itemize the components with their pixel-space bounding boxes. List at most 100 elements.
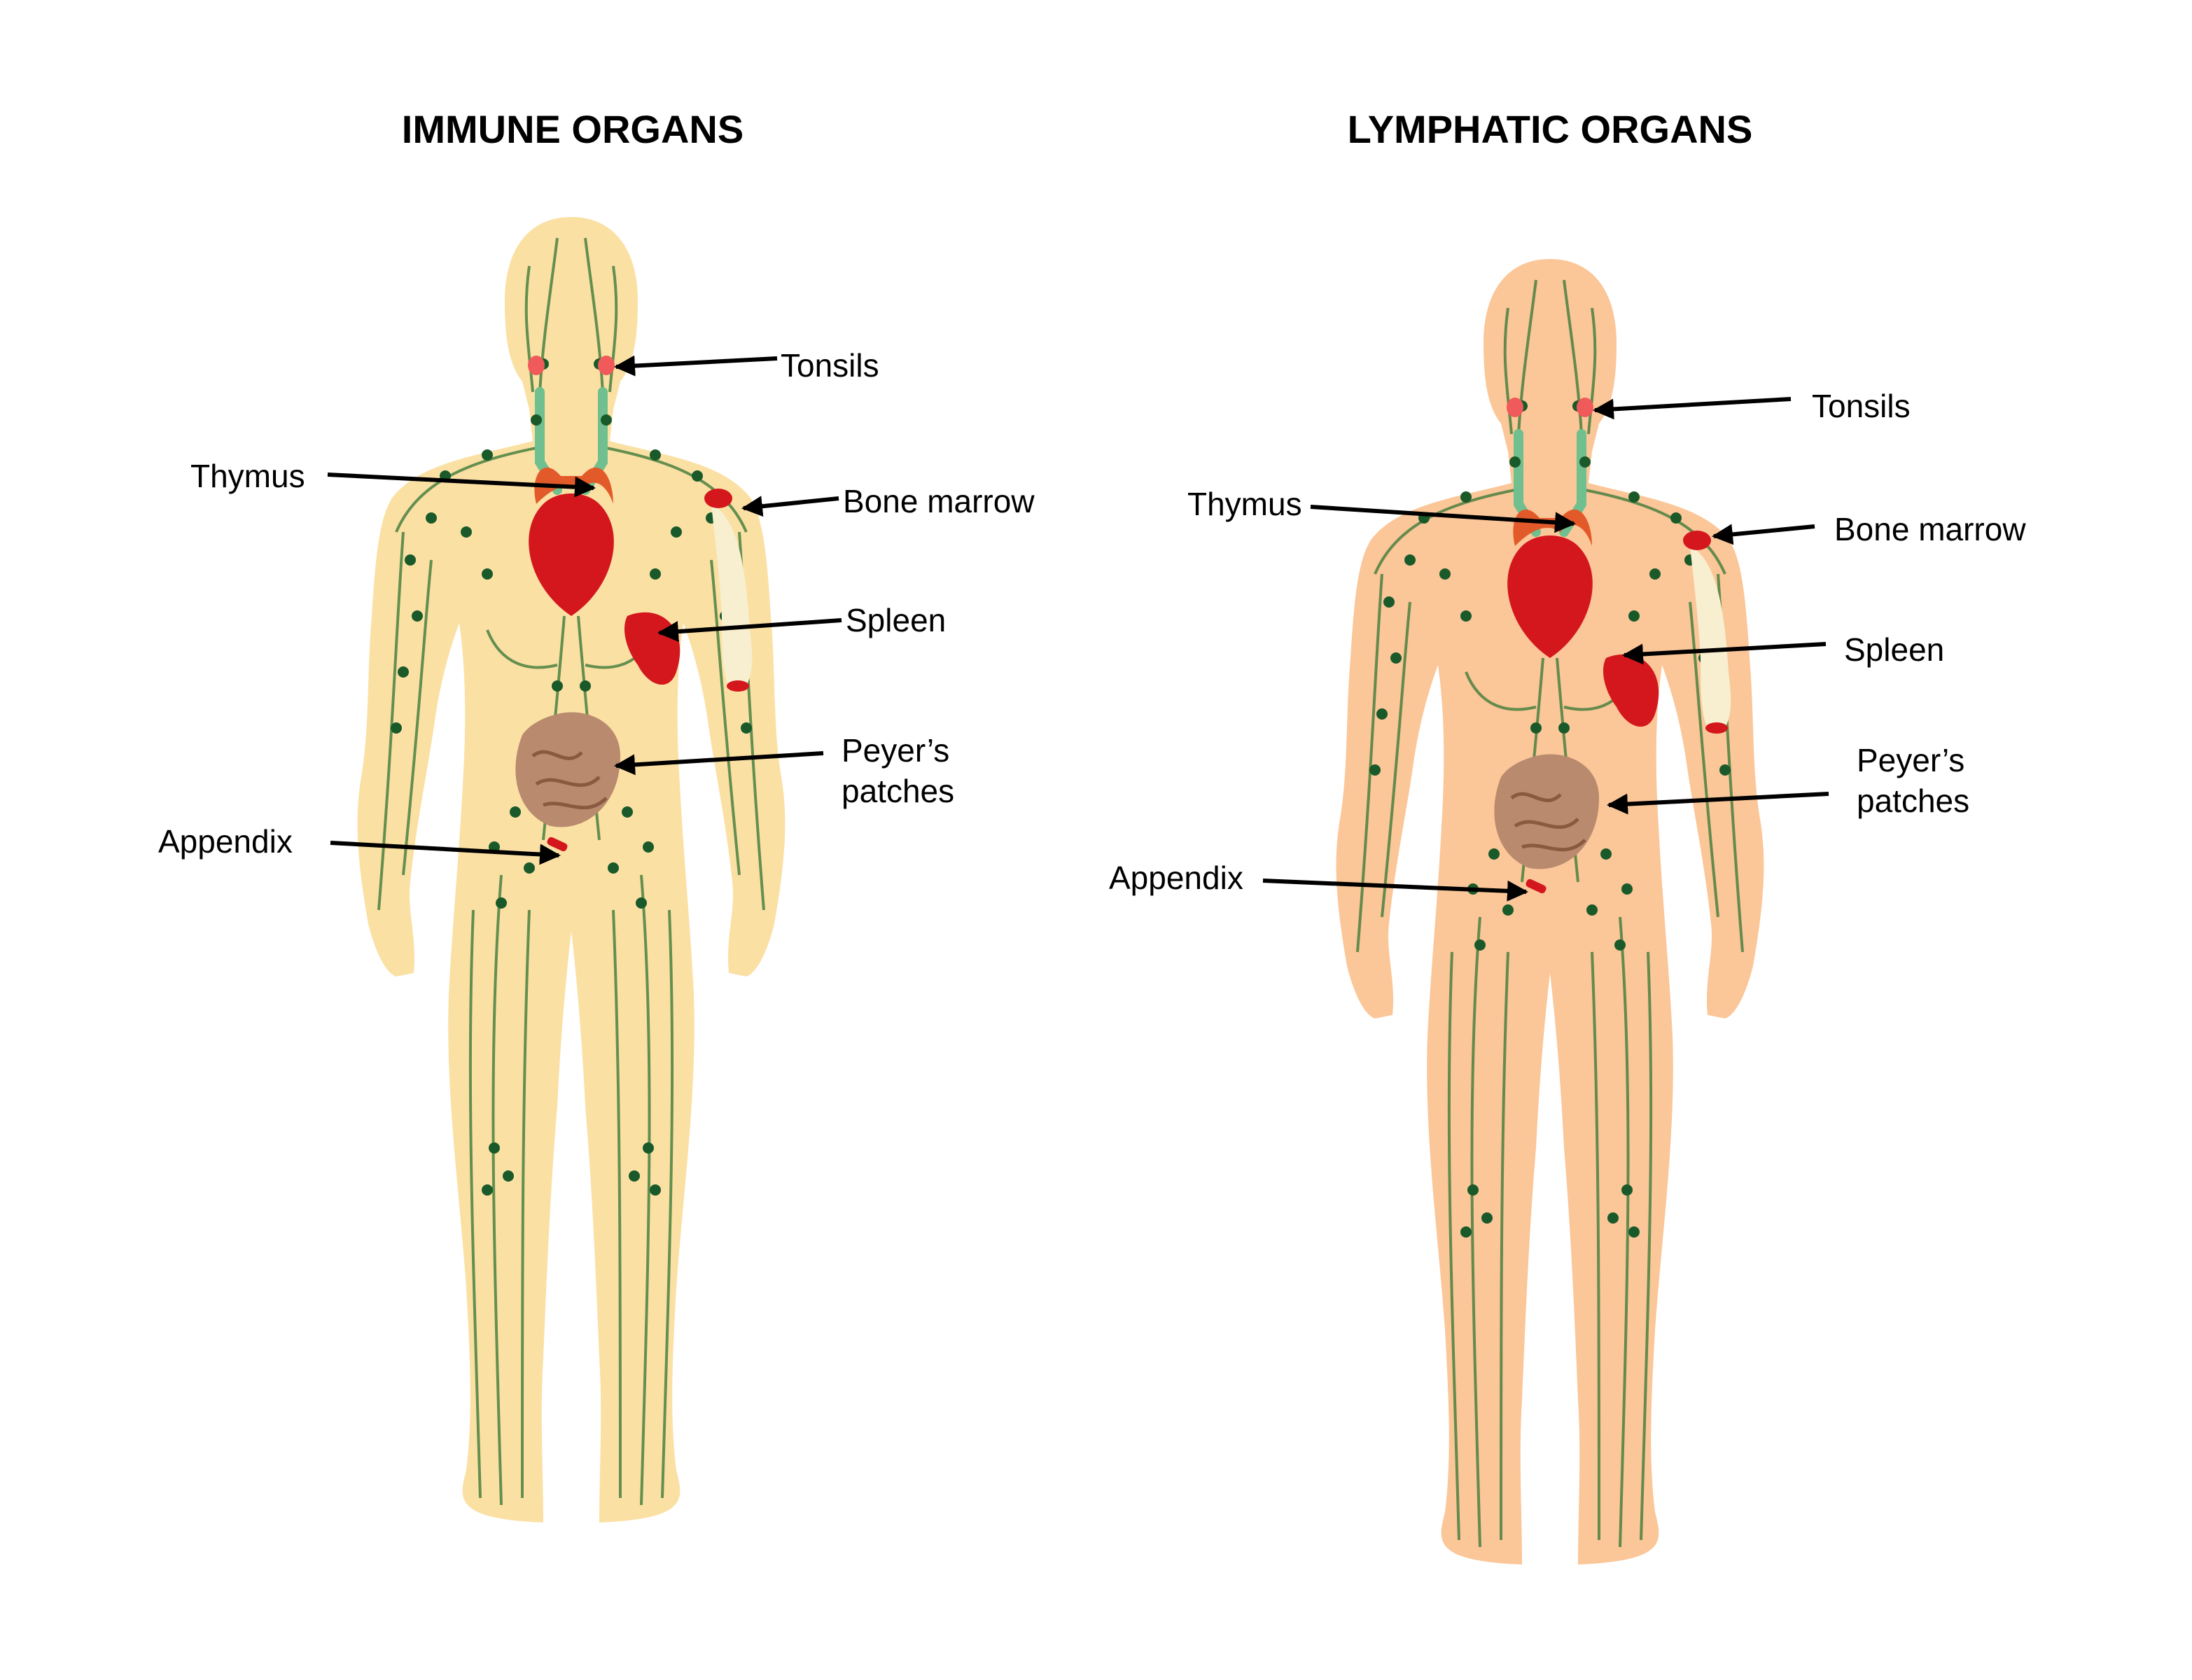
arrow-spleen xyxy=(657,618,842,643)
lymph-vessel xyxy=(612,909,622,1499)
lymph-node xyxy=(1376,708,1388,720)
lymph-vessel xyxy=(1447,951,1460,1541)
lymph-node xyxy=(608,862,619,874)
lymph-vessel xyxy=(1465,671,1537,711)
lymph-node xyxy=(1649,568,1661,580)
lymph-node xyxy=(650,1184,661,1196)
lymph-node xyxy=(1509,456,1521,468)
lymph-node xyxy=(489,1142,500,1154)
lymph-node xyxy=(1607,1212,1619,1224)
intestine-fold xyxy=(531,750,583,760)
labels-immune: Tonsils Thymus Bone marrow Spleen Peyer’… xyxy=(158,347,1035,865)
label-peyers-line2: patches xyxy=(1857,783,1969,819)
label-spleen: Spleen xyxy=(846,602,946,638)
label-bone-marrow: Bone marrow xyxy=(843,483,1035,519)
lymph-vessel xyxy=(661,909,674,1499)
spleen xyxy=(1603,654,1659,727)
lymph-node xyxy=(1474,939,1486,951)
lymph-node xyxy=(552,680,563,692)
lymph-vessel xyxy=(402,559,433,876)
lymph-node xyxy=(1481,1212,1493,1224)
arrow-spleen xyxy=(1622,642,1827,665)
lymph-node xyxy=(1488,848,1500,860)
lymph-node xyxy=(650,568,661,580)
body-silhouette xyxy=(357,217,786,1522)
arrow-bone-marrow xyxy=(741,496,839,517)
intestine-fold xyxy=(543,797,608,810)
labels-lymphatic: Tonsils Thymus Bone marrow Spleen Peyer’… xyxy=(1109,388,2026,902)
lymph-node xyxy=(1369,764,1381,776)
lymph-vessel xyxy=(377,531,405,911)
arrow-appendix xyxy=(330,841,561,865)
bone-marrow-lower xyxy=(1705,722,1728,734)
lymph-node xyxy=(524,862,535,874)
body-silhouette xyxy=(1336,259,1764,1564)
arrow-thymus xyxy=(327,472,596,498)
arrow-peyers-patches xyxy=(1607,792,1829,815)
lymph-node xyxy=(482,568,493,580)
tonsil-right xyxy=(598,356,615,375)
heart xyxy=(1507,536,1593,658)
lymph-vessel xyxy=(1381,601,1411,918)
lymph-vessel xyxy=(1587,307,1597,435)
lymph-node xyxy=(1586,904,1598,916)
intestine-fold xyxy=(1514,818,1579,829)
lymph-node xyxy=(1579,456,1591,468)
lymph-vessel xyxy=(640,874,651,1506)
label-peyers-line1: Peyer’s xyxy=(1857,742,1964,778)
lymph-vessel xyxy=(710,559,741,876)
lymph-vessel xyxy=(524,265,534,393)
lymph-node xyxy=(741,722,752,734)
lymph-node xyxy=(1558,722,1570,734)
lymph-node xyxy=(496,897,507,909)
arrow-tonsils xyxy=(614,355,778,377)
lymph-vessel xyxy=(1591,951,1600,1541)
label-peyers-line1: Peyer’s xyxy=(842,732,949,769)
lymph-node xyxy=(1600,848,1612,860)
label-tonsils: Tonsils xyxy=(1812,388,1911,424)
lymph-node xyxy=(629,1170,640,1182)
lymph-node xyxy=(636,897,647,909)
lymph-node xyxy=(503,1170,514,1182)
lymph-node xyxy=(580,680,591,692)
lymph-node xyxy=(405,554,416,566)
body-figure-immune xyxy=(357,217,786,1522)
lymph-node xyxy=(1439,568,1451,580)
arrow-peyers-patches xyxy=(614,751,824,776)
lymph-node xyxy=(1621,883,1633,895)
bone-marrow xyxy=(704,489,732,508)
lymph-node xyxy=(412,610,423,622)
lymph-node xyxy=(1628,610,1640,622)
lymph-node xyxy=(601,414,612,426)
intestine-fold xyxy=(535,776,601,787)
tonsil-left xyxy=(528,356,545,375)
panel-title-immune: IMMUNE ORGANS xyxy=(402,107,744,151)
lymph-node xyxy=(482,449,493,461)
lymph-node xyxy=(391,722,402,734)
lymph-node xyxy=(1621,1184,1633,1196)
lymph-node xyxy=(1460,1226,1472,1238)
lymph-vessel xyxy=(1640,951,1653,1541)
lymph-node xyxy=(1719,764,1731,776)
lymph-node xyxy=(643,1142,654,1154)
arrow-appendix xyxy=(1262,878,1528,902)
label-thymus: Thymus xyxy=(1187,486,1302,522)
lymph-node xyxy=(1670,512,1682,524)
appendix xyxy=(1526,878,1547,894)
bone xyxy=(1690,546,1731,728)
label-appendix: Appendix xyxy=(1109,860,1243,896)
label-bone-marrow: Bone marrow xyxy=(1834,511,2026,547)
lymph-node xyxy=(531,414,542,426)
lymph-vessel xyxy=(1470,916,1481,1548)
panel-title-lymphatic: LYMPHATIC ORGANS xyxy=(1348,107,1753,151)
label-peyers-line2: patches xyxy=(842,773,954,809)
tonsil-left xyxy=(1507,398,1523,417)
lymph-vessel xyxy=(608,265,618,393)
lymph-node xyxy=(1460,491,1472,503)
lymph-node xyxy=(671,526,682,538)
intestine-fold xyxy=(1510,792,1562,802)
label-spleen: Spleen xyxy=(1844,631,1944,668)
label-appendix: Appendix xyxy=(158,823,293,860)
lymph-node xyxy=(650,449,661,461)
